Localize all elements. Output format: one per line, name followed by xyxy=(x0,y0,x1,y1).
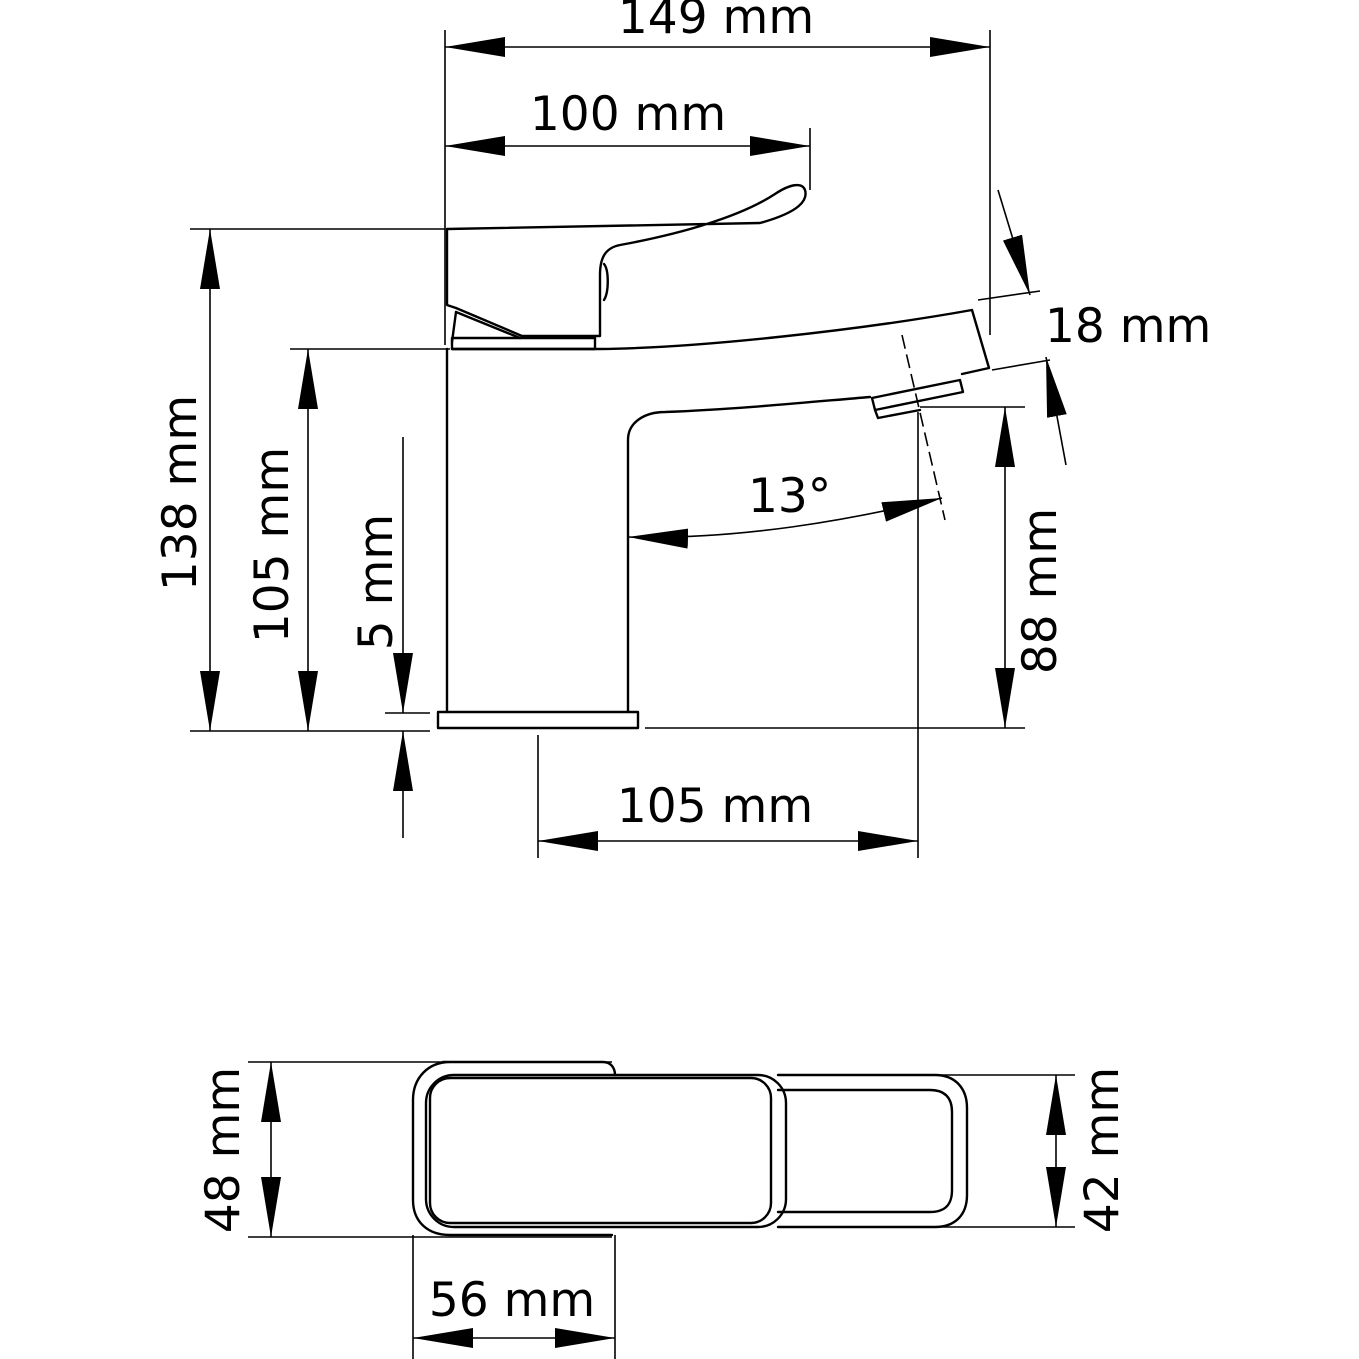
base-plate xyxy=(436,710,640,730)
label-body-width: 48 mm xyxy=(196,1067,251,1233)
lever-top-inner xyxy=(424,1073,788,1229)
top-view-labels: 48 mm 42 mm 56 mm xyxy=(196,1067,1130,1328)
label-outlet-height: 88 mm xyxy=(1013,508,1068,674)
label-lever-length: 100 mm xyxy=(530,87,726,142)
dim-spout-angle xyxy=(627,497,943,549)
label-outlet-width: 42 mm xyxy=(1075,1067,1130,1233)
label-base-plate: 5 mm xyxy=(349,514,404,650)
side-view-labels: 149 mm 100 mm 18 mm 13° 105 mm 138 mm 10… xyxy=(153,0,1211,834)
collar xyxy=(450,336,597,351)
side-view xyxy=(436,183,991,730)
label-outlet-thickness: 18 mm xyxy=(1045,299,1211,354)
spout-top-outline xyxy=(776,1073,969,1229)
extension-lines xyxy=(190,30,1051,858)
lever-handle xyxy=(445,183,807,338)
label-spout-angle: 13° xyxy=(748,469,831,524)
aerator xyxy=(870,378,965,420)
label-overall-length: 149 mm xyxy=(618,0,814,45)
dimension-lines xyxy=(200,36,1067,851)
top-view xyxy=(411,1060,969,1237)
top-view-dimensions xyxy=(248,1061,1075,1359)
faucet-body xyxy=(445,308,991,714)
label-spout-reach: 105 mm xyxy=(617,779,813,834)
label-base-depth: 56 mm xyxy=(429,1273,595,1328)
label-total-height: 138 mm xyxy=(153,395,208,591)
label-body-height: 105 mm xyxy=(245,447,300,643)
lever-top-outline xyxy=(411,1060,617,1237)
